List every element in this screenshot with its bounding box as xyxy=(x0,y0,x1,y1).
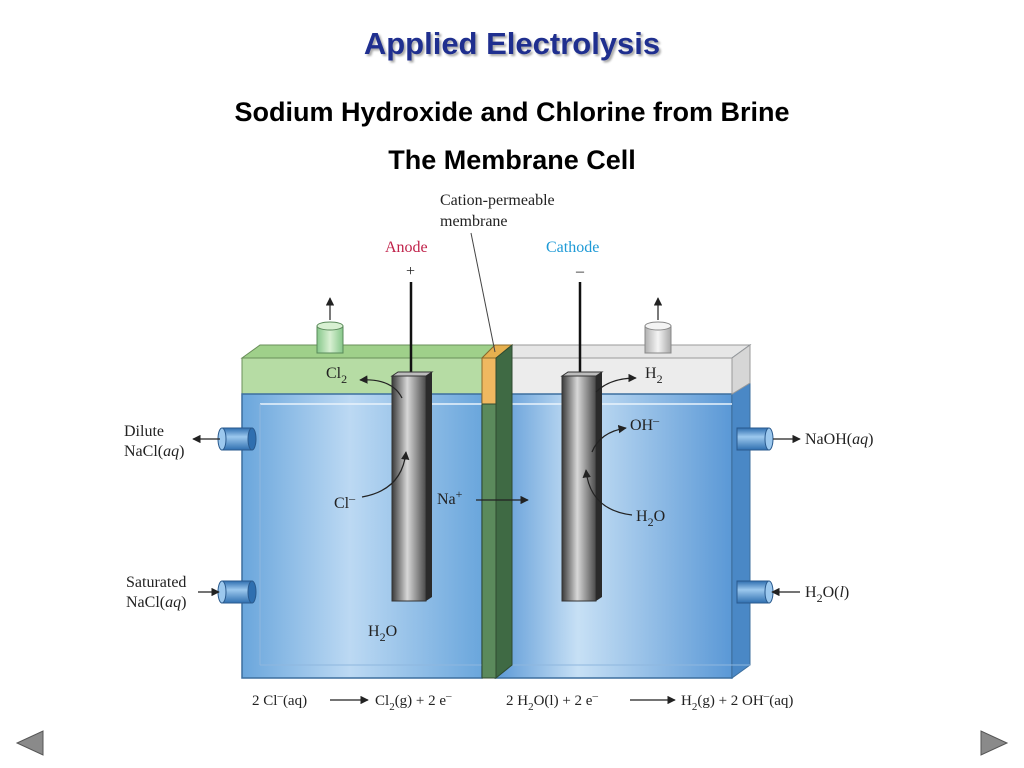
cl-ion-arrow xyxy=(361,451,410,498)
cl-ion-label: Cl– xyxy=(334,491,356,512)
anode-label: Anode xyxy=(385,239,428,256)
anode-equation-left: 2 Cl–(aq) xyxy=(252,690,307,709)
cathode-sign: – xyxy=(575,263,585,280)
cl2-arrow xyxy=(359,375,403,399)
naoh-label: NaOH(aq) xyxy=(805,431,873,448)
previous-slide-button[interactable] xyxy=(10,728,50,758)
tank-top-left xyxy=(240,344,497,359)
subtitle-membrane-cell: The Membrane Cell xyxy=(388,145,636,175)
membrane-leader-line xyxy=(470,232,496,353)
cathode-equation-left: 2 H2O(l) + 2 e– xyxy=(506,690,598,713)
membrane-gas xyxy=(481,357,497,405)
cl2-outlet-tube xyxy=(316,297,344,354)
h2o-in-label: H2O(l) xyxy=(805,584,849,605)
h2o-anode-label: H2O xyxy=(368,623,397,644)
membrane xyxy=(481,403,497,679)
anode-equation-right: Cl2(g) + 2 e– xyxy=(375,690,452,713)
h2-outlet-tube xyxy=(644,297,672,354)
saturated-label-line1: Saturated xyxy=(126,574,186,591)
h2-label: H2 xyxy=(645,365,663,386)
dilute-label-line2: NaCl(aq) xyxy=(124,443,184,460)
h2o-pipe xyxy=(736,580,774,604)
saturated-nacl-pipe xyxy=(217,580,257,604)
anode-gas-region xyxy=(241,357,483,395)
cathode-gas-region xyxy=(494,357,733,395)
h2-arrow xyxy=(595,373,637,393)
tank-side-gas xyxy=(731,344,751,395)
cathode-label: Cathode xyxy=(546,239,599,256)
next-slide-button[interactable] xyxy=(974,728,1014,758)
h2o-cathode-label: H2O xyxy=(636,508,665,529)
dilute-label-line1: Dilute xyxy=(124,423,164,440)
triangle-left-icon xyxy=(15,730,44,756)
cathode-electrode xyxy=(560,371,604,602)
tank-side-right xyxy=(731,344,751,679)
tank-top-right xyxy=(493,344,752,359)
membrane-label-line1: Cation-permeable xyxy=(440,192,555,209)
oh-arrow xyxy=(591,425,627,453)
slide-title: Applied Electrolysis xyxy=(363,26,661,61)
cl2-label: Cl2 xyxy=(326,365,347,386)
cathode-compartment xyxy=(494,393,733,679)
subtitle-brine: Sodium Hydroxide and Chlorine from Brine xyxy=(234,97,790,127)
membrane-label-line2: membrane xyxy=(440,213,508,230)
h2o-arrow xyxy=(582,469,633,516)
oh-ion-label: OH– xyxy=(630,413,660,434)
na-ion-label: Na+ xyxy=(437,487,463,508)
naoh-pipe xyxy=(736,427,774,451)
anode-sign: + xyxy=(406,263,415,280)
saturated-label-line2: NaCl(aq) xyxy=(126,594,186,611)
anode-compartment xyxy=(241,393,483,679)
cathode-equation-right: H2(g) + 2 OH–(aq) xyxy=(681,690,793,713)
dilute-nacl-pipe xyxy=(217,427,257,451)
membrane-side xyxy=(495,343,513,680)
triangle-right-icon xyxy=(980,730,1009,756)
anode-electrode xyxy=(390,371,434,602)
